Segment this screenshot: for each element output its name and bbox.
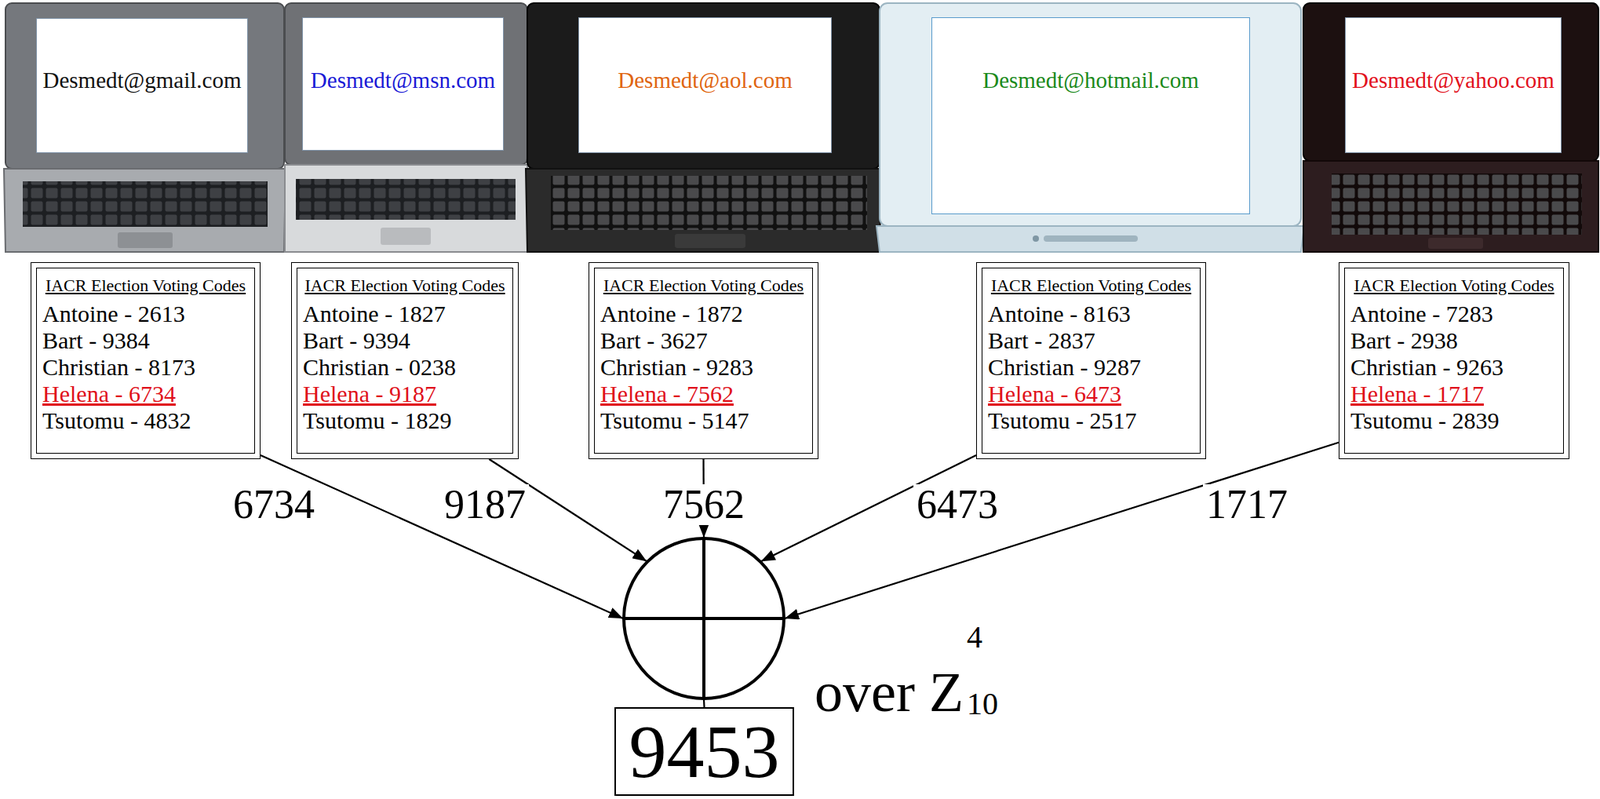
keyboard — [550, 175, 868, 230]
voting-code-line: Helena - 6734 — [42, 380, 176, 408]
card-heading: IACR Election Voting Codes — [991, 275, 1192, 296]
card-heading: IACR Election Voting Codes — [1353, 275, 1554, 296]
xor-circle-outline — [622, 536, 786, 700]
group-label: over Z — [814, 659, 964, 726]
laptop-lid — [879, 3, 1302, 226]
email-address: Desmedt@gmail.com — [42, 66, 241, 94]
keyboard-keys — [295, 178, 516, 220]
laptop-base — [284, 164, 528, 252]
voting-code-card: IACR Election Voting CodesAntoine - 1872… — [588, 262, 819, 460]
circle-outline — [623, 538, 784, 699]
edge-label: 7562 — [659, 484, 748, 525]
voting-code-card: IACR Election Voting CodesAntoine - 8163… — [976, 262, 1207, 460]
voting-code-line: Bart - 2938 — [1350, 327, 1458, 354]
laptop-lid — [1303, 3, 1599, 161]
voting-code-line: Christian - 8173 — [42, 353, 196, 381]
voting-code-line: Antoine - 7283 — [1350, 300, 1494, 328]
voting-code-line: Antoine - 1872 — [600, 300, 744, 328]
lid-notch — [1043, 235, 1138, 242]
voting-code-line: Christian - 0238 — [302, 353, 456, 381]
xor-sum-circle: over Z410 — [622, 536, 786, 700]
keyboard — [22, 181, 268, 227]
card-heading: IACR Election Voting Codes — [304, 275, 505, 296]
voting-code-line: Christian - 9287 — [987, 353, 1141, 381]
connector-arrow — [703, 699, 706, 708]
connector-arrow — [784, 442, 1339, 619]
edge-label: 6473 — [913, 484, 1002, 525]
laptop-screen: Desmedt@yahoo.com — [1344, 17, 1562, 154]
result-value: 9453 — [615, 708, 793, 795]
result-box: 9453 — [614, 707, 795, 796]
email-address: Desmedt@hotmail.com — [982, 66, 1200, 94]
keyboard-keys — [22, 181, 268, 227]
voting-code-line: Tsutomu - 2517 — [987, 407, 1138, 434]
subscript: 10 — [966, 688, 999, 720]
edge-label: 1717 — [1202, 484, 1291, 525]
laptop-base — [3, 168, 286, 252]
voting-code-line: Christian - 9283 — [600, 353, 754, 381]
keyboard — [295, 178, 516, 220]
laptop-lid — [5, 3, 285, 169]
indicator-light — [1032, 235, 1039, 242]
email-address: Desmedt@msn.com — [310, 66, 496, 94]
edge-label: 6734 — [229, 484, 318, 525]
voting-code-line: Antoine - 2613 — [42, 300, 186, 328]
voting-code-line: Helena - 7562 — [600, 380, 734, 408]
voting-code-line: Bart - 3627 — [600, 327, 708, 354]
superscript: 4 — [966, 621, 983, 653]
voting-code-line: Helena - 1717 — [1350, 380, 1484, 408]
email-address: Desmedt@aol.com — [617, 66, 792, 94]
touchpad — [117, 232, 173, 248]
voting-code-line: Christian - 9263 — [1350, 353, 1504, 381]
voting-code-card: IACR Election Voting CodesAntoine - 1827… — [291, 262, 519, 460]
voting-code-card: IACR Election Voting CodesAntoine - 2613… — [30, 262, 261, 460]
voting-code-line: Helena - 6473 — [987, 380, 1122, 408]
voting-code-card: IACR Election Voting CodesAntoine - 7283… — [1338, 262, 1570, 460]
touchpad — [1428, 237, 1484, 249]
keyboard — [1331, 173, 1582, 235]
laptop-screen: Desmedt@gmail.com — [36, 18, 248, 154]
voting-code-line: Tsutomu - 4832 — [42, 407, 192, 434]
card-heading: IACR Election Voting Codes — [45, 275, 246, 296]
keyboard-keys — [550, 175, 868, 230]
laptop-base — [1303, 160, 1599, 252]
laptop-screen: Desmedt@aol.com — [578, 17, 832, 154]
plus-bar — [702, 538, 706, 699]
voting-code-line: Helena - 9187 — [302, 380, 437, 408]
voting-code-line: Bart - 2837 — [987, 327, 1096, 354]
edge-label: 9187 — [441, 484, 529, 525]
voting-code-line: Tsutomu - 1829 — [302, 407, 452, 434]
touchpad — [380, 227, 431, 245]
voting-code-line: Antoine - 8163 — [987, 300, 1131, 328]
laptop-lid — [284, 3, 528, 165]
card-heading: IACR Election Voting Codes — [603, 275, 804, 296]
touchpad — [674, 233, 746, 248]
voting-code-line: Bart - 9384 — [42, 327, 150, 354]
laptop-base — [525, 168, 882, 252]
laptop-base — [876, 225, 1305, 252]
laptop-screen: Desmedt@hotmail.com — [931, 17, 1251, 215]
laptop-lid — [527, 3, 880, 169]
voting-code-line: Antoine - 1827 — [302, 300, 446, 328]
voting-code-line: Tsutomu - 2839 — [1350, 407, 1500, 434]
voting-code-line: Bart - 9394 — [302, 327, 411, 354]
laptop-screen: Desmedt@msn.com — [302, 17, 504, 151]
keyboard-keys — [1331, 173, 1582, 235]
voting-code-line: Tsutomu - 5147 — [600, 407, 750, 434]
connector-arrow — [260, 455, 624, 619]
email-address: Desmedt@yahoo.com — [1352, 66, 1555, 94]
